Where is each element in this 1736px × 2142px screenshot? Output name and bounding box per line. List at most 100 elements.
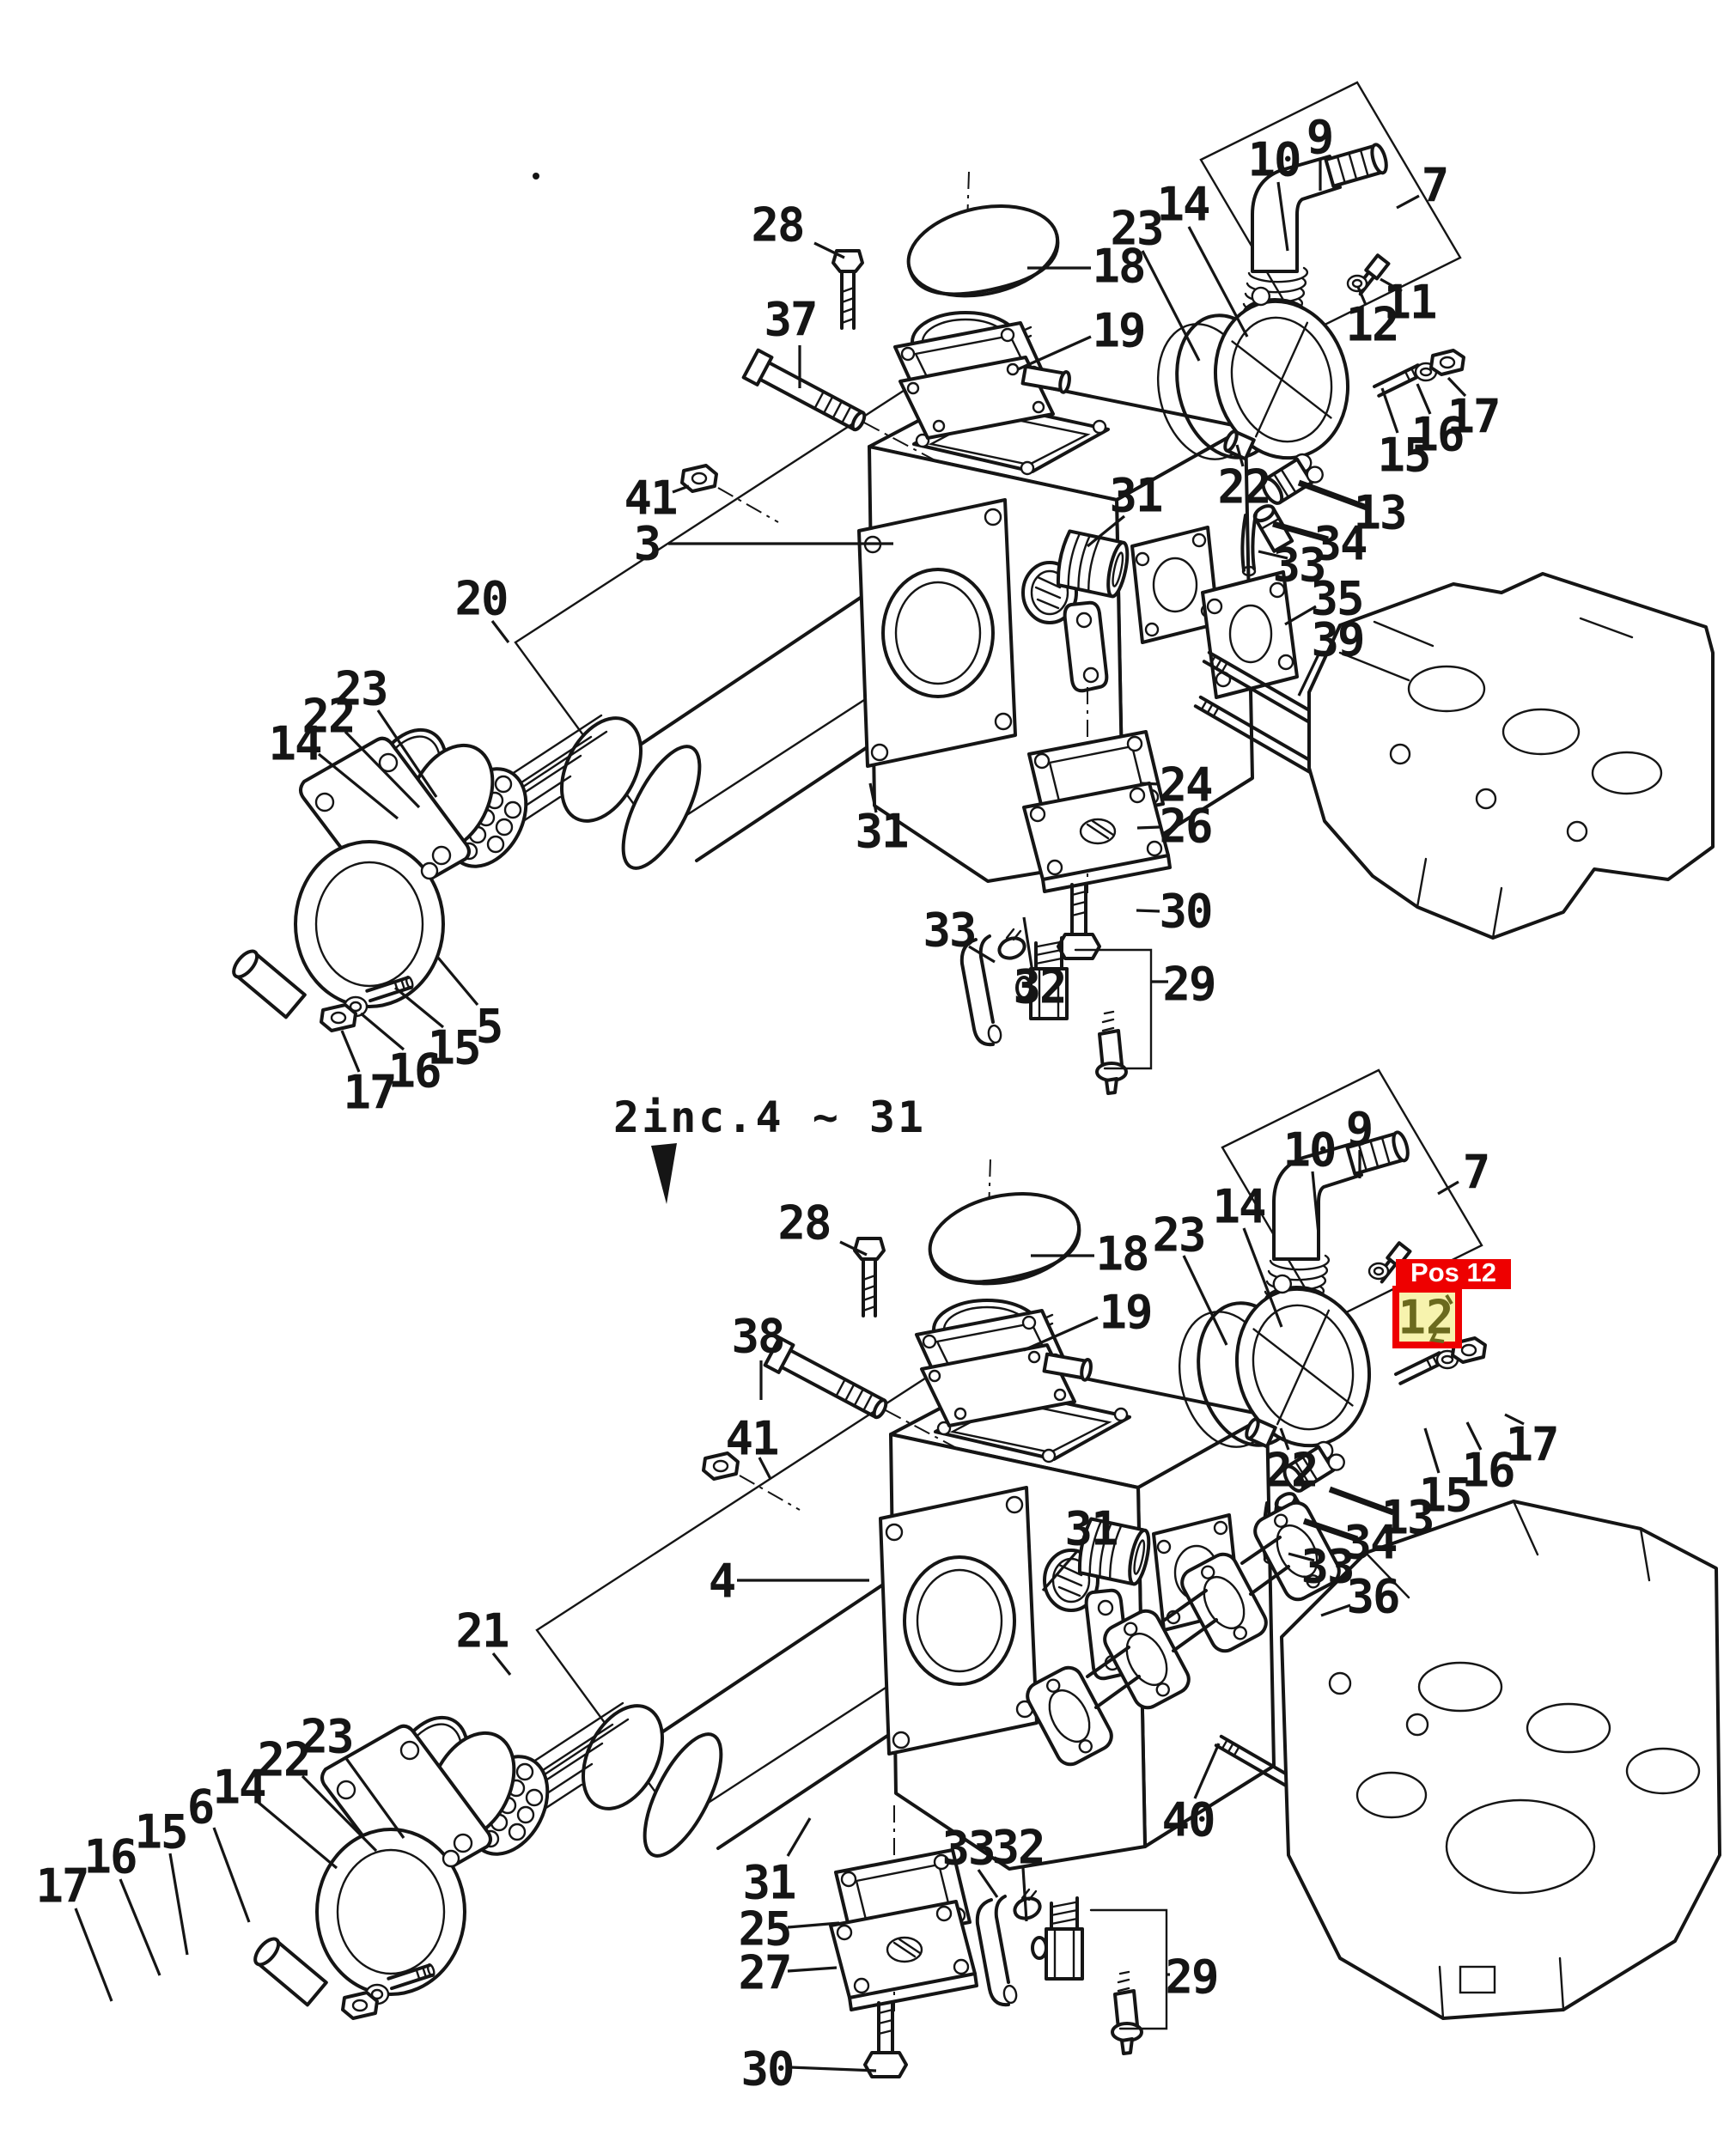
- part-label-16[interactable]: 16: [1461, 1444, 1515, 1498]
- part-label-23[interactable]: 23: [300, 1710, 354, 1764]
- part-label-37[interactable]: 37: [764, 293, 818, 347]
- part-label-10[interactable]: 10: [1247, 133, 1301, 187]
- leader-line-15: [1380, 387, 1399, 434]
- part-label-35[interactable]: 35: [1310, 572, 1364, 626]
- part-label-17[interactable]: 17: [1447, 390, 1501, 444]
- part-label-33[interactable]: 33: [1300, 1540, 1355, 1594]
- part-label-7[interactable]: 7: [1422, 159, 1450, 213]
- part-label-40[interactable]: 40: [1161, 1793, 1215, 1847]
- leader-line-11: [1380, 277, 1403, 293]
- leader-line-22: [344, 730, 421, 809]
- part-label-14[interactable]: 14: [1156, 178, 1211, 232]
- inclusion-note: 2inc.4 ~ 31: [613, 1092, 926, 1142]
- part-label-41[interactable]: 41: [624, 472, 678, 526]
- part-label-18[interactable]: 18: [1092, 240, 1146, 294]
- part-label-13[interactable]: 13: [1380, 1491, 1434, 1545]
- leader-line-16: [1416, 383, 1432, 415]
- part-label-21[interactable]: 21: [455, 1604, 509, 1658]
- leader-line-17: [340, 1030, 361, 1073]
- leader-line-21: [491, 1652, 512, 1676]
- part-label-15[interactable]: 15: [427, 1021, 481, 1075]
- part-label-13[interactable]: 13: [1353, 486, 1407, 540]
- part-label-24[interactable]: 24: [1159, 758, 1214, 812]
- part-label-41[interactable]: 41: [725, 1412, 779, 1466]
- leader-line-10: [1276, 181, 1289, 252]
- part-label-30[interactable]: 30: [1159, 885, 1213, 939]
- part-label-23[interactable]: 23: [334, 662, 388, 716]
- part-label-31[interactable]: 31: [1064, 1502, 1118, 1556]
- part-label-39[interactable]: 39: [1311, 613, 1365, 667]
- part-label-22[interactable]: 22: [1217, 460, 1271, 514]
- leader-line-7: [1437, 1180, 1459, 1196]
- part-label-14[interactable]: 14: [268, 717, 323, 771]
- part-label-16[interactable]: 16: [1410, 408, 1465, 462]
- part-label-17[interactable]: 17: [1505, 1418, 1559, 1472]
- leader-line-22: [1279, 1427, 1290, 1451]
- part-label-11[interactable]: 11: [1383, 276, 1437, 330]
- part-label-12[interactable]: 12: [1345, 298, 1399, 352]
- part-label-20[interactable]: 20: [454, 572, 509, 626]
- part-label-9[interactable]: 9: [1307, 111, 1335, 165]
- part-label-15[interactable]: 15: [1377, 429, 1431, 483]
- part-label-31[interactable]: 31: [1109, 469, 1163, 523]
- part-label-19[interactable]: 19: [1099, 1286, 1153, 1340]
- part-label-33[interactable]: 33: [923, 904, 977, 958]
- leader-line-30: [789, 2066, 877, 2072]
- part-label-34[interactable]: 34: [1313, 517, 1368, 571]
- part-label-31[interactable]: 31: [855, 805, 909, 859]
- part-label-27[interactable]: 27: [738, 1946, 792, 2000]
- leader-line-17: [1447, 376, 1467, 398]
- part-label-3[interactable]: 3: [634, 517, 662, 571]
- leader-line-15: [1423, 1427, 1441, 1474]
- part-label-34[interactable]: 34: [1343, 1516, 1398, 1570]
- part-label-16[interactable]: 16: [387, 1044, 442, 1098]
- part-label-7[interactable]: 7: [1463, 1146, 1491, 1200]
- part-label-33[interactable]: 33: [941, 1822, 996, 1876]
- part-label-36[interactable]: 36: [1346, 1570, 1400, 1624]
- leader-line-6: [212, 1827, 251, 1923]
- part-label-26[interactable]: 26: [1159, 800, 1213, 854]
- part-label-16[interactable]: 16: [83, 1830, 137, 1884]
- part-label-9[interactable]: 9: [1346, 1103, 1374, 1157]
- leader-line-13: [1297, 479, 1368, 511]
- part-label-17[interactable]: 17: [343, 1066, 397, 1120]
- part-label-30[interactable]: 30: [740, 2042, 795, 2096]
- part-label-14[interactable]: 14: [1212, 1180, 1267, 1234]
- part-label-32[interactable]: 32: [991, 1821, 1045, 1875]
- pos-12-part-label[interactable]: 12: [1398, 1291, 1453, 1345]
- part-label-22[interactable]: 22: [302, 690, 356, 744]
- engine-block-top: [1307, 572, 1715, 940]
- leader-line-32: [1022, 916, 1034, 973]
- part-label-17[interactable]: 17: [35, 1859, 89, 1914]
- part-label-19[interactable]: 19: [1092, 304, 1146, 358]
- part-label-25[interactable]: 25: [738, 1902, 792, 1956]
- part-label-10[interactable]: 10: [1282, 1123, 1337, 1177]
- part-label-31[interactable]: 31: [742, 1856, 796, 1910]
- part-label-4[interactable]: 4: [709, 1555, 737, 1609]
- part-label-32[interactable]: 32: [1013, 960, 1067, 1014]
- part-label-23[interactable]: 23: [1152, 1208, 1206, 1263]
- part-label-5[interactable]: 5: [476, 1000, 504, 1054]
- part-label-15[interactable]: 15: [134, 1805, 188, 1859]
- leader-line-34: [1302, 1518, 1359, 1543]
- leader-line-36: [1320, 1603, 1351, 1617]
- part-label-28[interactable]: 28: [777, 1196, 831, 1251]
- part-label-22[interactable]: 22: [257, 1733, 311, 1787]
- part-label-38[interactable]: 38: [731, 1310, 785, 1364]
- leader-line-25: [787, 1921, 840, 1929]
- part-label-29[interactable]: 29: [1165, 1950, 1219, 2005]
- leader-line-12: [1356, 286, 1367, 306]
- part-label-23[interactable]: 23: [1110, 202, 1164, 256]
- part-label-18[interactable]: 18: [1095, 1227, 1149, 1281]
- part-label-6[interactable]: 6: [187, 1780, 216, 1835]
- leader-line-17: [74, 1908, 113, 2002]
- leader-line-26: [1136, 825, 1160, 830]
- part-label-15[interactable]: 15: [1418, 1469, 1472, 1523]
- part-label-33[interactable]: 33: [1272, 539, 1326, 593]
- part-label-29[interactable]: 29: [1162, 958, 1216, 1012]
- part-label-14[interactable]: 14: [212, 1761, 267, 1815]
- part-label-22[interactable]: 22: [1264, 1444, 1319, 1498]
- part-label-28[interactable]: 28: [751, 198, 805, 253]
- leader-line-39: [1297, 654, 1320, 697]
